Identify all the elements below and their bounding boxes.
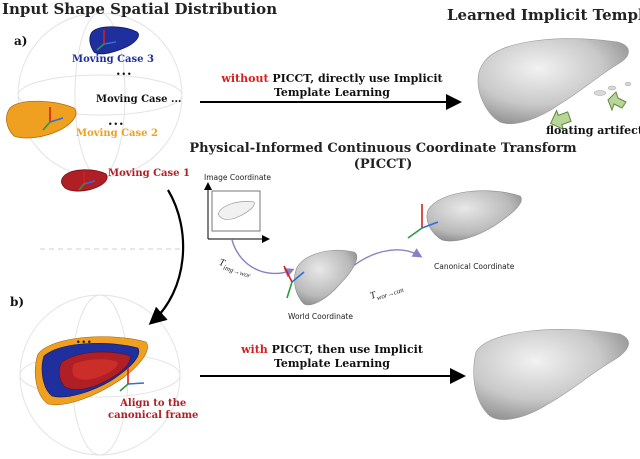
panel-label-a: a) [14, 34, 28, 48]
ellipsis-3: ... [76, 332, 93, 347]
align-label-line2: canonical frame [108, 410, 199, 421]
bottom-arrow-prefix: with [241, 343, 268, 356]
transform-arrow-world-to-can [345, 248, 423, 273]
image-coordinate-box [204, 182, 270, 243]
ellipsis-2: ... [108, 114, 125, 129]
world-coordinate-label: World Coordinate [288, 312, 353, 321]
title-right: Learned Implicit Template [447, 6, 640, 24]
image-coordinate-label: Image Coordinate [204, 173, 271, 182]
picct-title-line1: Physical-Informed Continuous Coordinate … [189, 141, 577, 156]
floating-artifacts [593, 81, 632, 96]
top-arrow-line2: Template Learning [274, 86, 390, 99]
canonical-liver [426, 190, 522, 242]
top-arrow-caption: without PICCT, directly use Implicit Tem… [212, 72, 452, 100]
axes-world [283, 265, 305, 299]
panel-label-b: b) [10, 295, 25, 309]
align-label: Align to the canonical frame [108, 398, 198, 422]
axes-aligned [119, 368, 145, 392]
top-arrow-prefix: without [221, 72, 269, 85]
flow-arrow-a-to-b [148, 189, 185, 325]
top-arrow-line1: PICCT, directly use Implicit [268, 72, 443, 85]
template-liver-top [477, 38, 629, 125]
canonical-coordinate-label: Canonical Coordinate [434, 262, 515, 271]
bottom-arrow-caption: with PICCT, then use Implicit Template L… [212, 343, 452, 371]
case1-label: Moving Case 1 [108, 168, 190, 179]
bottom-arrow-line2: Template Learning [274, 357, 390, 370]
axes-canonical [407, 204, 439, 239]
world-liver [294, 249, 358, 306]
case3-label: Moving Case 3 [72, 54, 154, 65]
axes-case1 [78, 172, 96, 191]
title-left: Input Shape Spatial Distribution [2, 0, 278, 18]
align-label-line1: Align to the [120, 398, 187, 409]
liver-case3 [89, 26, 139, 55]
transform-arrow-img-to-world [231, 239, 295, 278]
bottom-arrow-line1: PICCT, then use Implicit [267, 343, 423, 356]
case-dots-label: Moving Case ... [96, 94, 182, 105]
axes-case2 [42, 107, 64, 131]
picct-title-line2: (PICCT) [353, 157, 413, 172]
ellipsis-1: ... [116, 64, 133, 79]
case2-label: Moving Case 2 [76, 128, 158, 139]
artifacts-label: floating artifects [546, 124, 640, 137]
template-liver-bottom [473, 329, 629, 420]
aligned-livers [35, 336, 148, 406]
artifact-pointer-arrows [549, 91, 627, 131]
axes-case3 [96, 30, 117, 51]
liver-case2 [6, 100, 77, 139]
